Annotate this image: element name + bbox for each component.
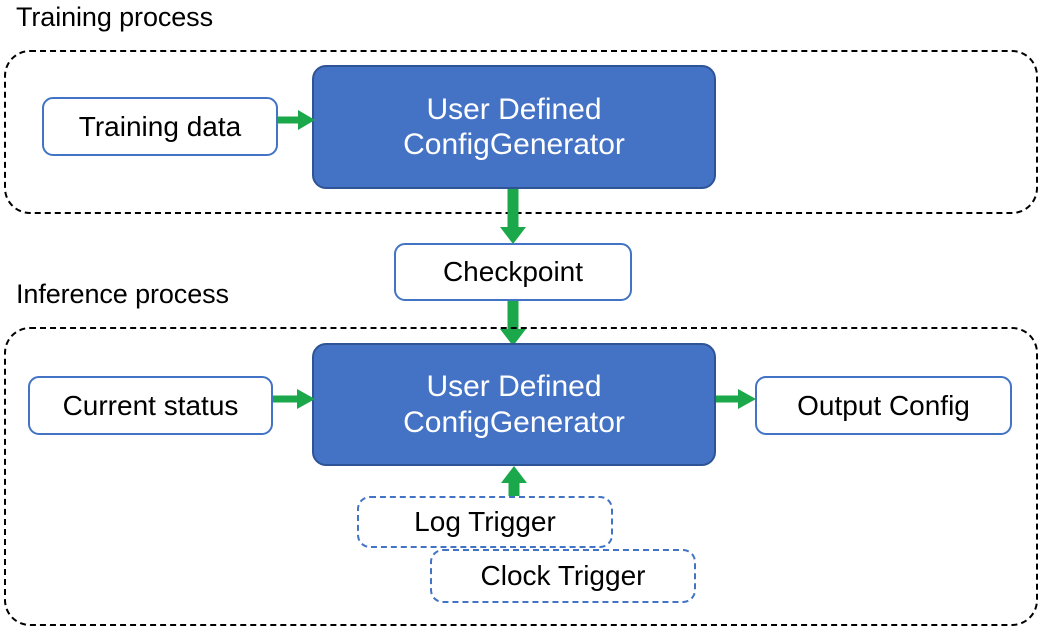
training-process-container <box>4 50 1038 214</box>
arrow-generator-to-output-config <box>716 387 757 411</box>
node-training-data-label: Training data <box>78 110 242 142</box>
node-inference-generator-label: User Defined ConfigGenerator <box>403 369 625 440</box>
arrow-training-data-to-generator <box>278 108 316 132</box>
arrow-triggers-to-generator <box>500 466 528 499</box>
inference-process-container <box>4 327 1038 626</box>
node-current-status[interactable]: Current status <box>28 376 273 435</box>
node-current-status-label: Current status <box>62 389 239 421</box>
node-training-data[interactable]: Training data <box>42 97 278 156</box>
node-training-user-defined-configgenerator[interactable]: User Defined ConfigGenerator <box>312 65 716 189</box>
node-checkpoint-label: Checkpoint <box>442 256 584 288</box>
inference-process-label: Inference process <box>16 279 229 309</box>
generator-label-line2: ConfigGenerator <box>403 405 625 439</box>
node-log-trigger-label: Log Trigger <box>414 505 556 537</box>
node-output-config-label: Output Config <box>797 389 970 421</box>
node-checkpoint[interactable]: Checkpoint <box>394 243 632 301</box>
arrow-checkpoint-to-generator <box>499 301 527 347</box>
node-clock-trigger[interactable]: Clock Trigger <box>430 549 696 603</box>
generator-label-line1: User Defined <box>426 370 602 404</box>
node-training-generator-label: User Defined ConfigGenerator <box>403 92 625 163</box>
training-process-label: Training process <box>16 2 213 32</box>
arrow-current-status-to-generator <box>273 387 316 411</box>
node-clock-trigger-label: Clock Trigger <box>480 559 646 591</box>
generator-label-line2: ConfigGenerator <box>403 128 625 161</box>
arrow-generator-to-checkpoint <box>499 189 527 245</box>
node-output-config[interactable]: Output Config <box>755 376 1012 435</box>
node-log-trigger[interactable]: Log Trigger <box>357 496 613 548</box>
generator-label-line1: User Defined <box>426 92 602 126</box>
node-inference-user-defined-configgenerator[interactable]: User Defined ConfigGenerator <box>312 343 716 466</box>
